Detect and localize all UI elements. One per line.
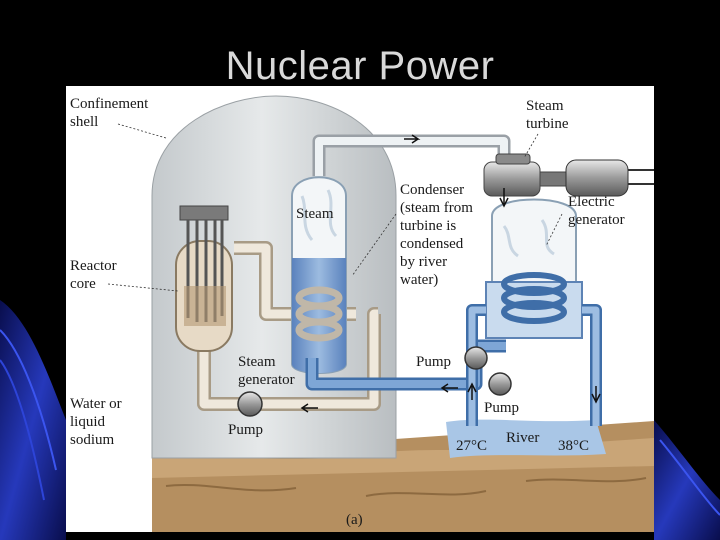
label-confinement-shell: Confinement shell: [70, 96, 152, 130]
pump-feedwater: [464, 346, 488, 370]
label-condenser: Condenser (steam from turbine is condens…: [400, 182, 477, 288]
nuclear-plant-diagram: Confinement shell Steam turbine Steam Co…: [66, 86, 654, 532]
pump-primary: [237, 391, 263, 417]
electric-generator: [565, 159, 654, 197]
label-coolant: Water or liquid sodium: [70, 396, 125, 448]
flow-arrow-primary: [300, 403, 318, 413]
steam-turbine: [483, 153, 567, 197]
label-pump-cooling: Pump: [484, 400, 519, 416]
label-steam-generator: Steam generator: [238, 354, 295, 388]
label-temp-out: 38°C: [558, 438, 589, 454]
label-pump-primary: Pump: [228, 422, 263, 438]
label-temp-in: 27°C: [456, 438, 487, 454]
label-river: River: [506, 430, 539, 446]
figure-caption: (a): [346, 512, 363, 528]
reactor-vessel: [175, 205, 233, 352]
steam-generator: [291, 176, 347, 374]
label-reactor-core: Reactor core: [70, 258, 120, 292]
label-pump-feedwater: Pump: [416, 354, 451, 370]
pump-cooling: [488, 372, 512, 396]
flow-arrow-secondary: [440, 383, 458, 393]
label-electric-generator: Electric generator: [568, 194, 625, 228]
label-steam-turbine: Steam turbine: [526, 98, 569, 132]
river: [446, 419, 606, 458]
condenser: [485, 188, 583, 339]
slide-title: Nuclear Power: [225, 44, 495, 88]
label-steam: Steam: [296, 206, 334, 222]
